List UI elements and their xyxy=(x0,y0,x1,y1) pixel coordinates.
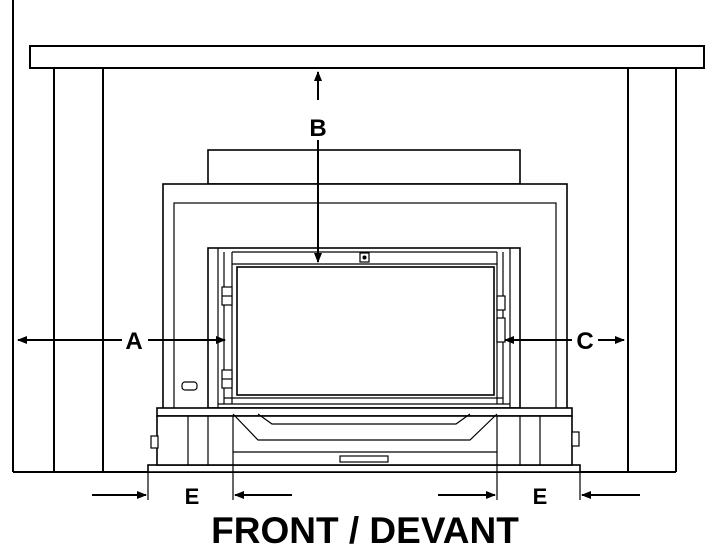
left-hinge-bottom xyxy=(221,369,233,389)
label-b: B xyxy=(309,115,326,142)
label-c: C xyxy=(576,328,593,355)
label-e-right: E xyxy=(533,484,548,509)
top-collar xyxy=(207,149,521,185)
dimension-e-right xyxy=(438,416,640,500)
door-glass xyxy=(236,266,495,396)
right-latch-bottom xyxy=(496,317,506,343)
right-latch-top xyxy=(496,295,506,311)
surround-small-knob xyxy=(181,381,198,391)
label-e-left: E xyxy=(185,484,200,509)
diagram-caption: FRONT / DEVANT xyxy=(211,510,519,548)
dimension-e-left xyxy=(92,416,292,500)
right-pilaster xyxy=(627,68,677,472)
hearth-plate xyxy=(147,464,581,473)
base-left-knob xyxy=(150,435,159,449)
base-right-knob xyxy=(571,431,580,447)
left-pilaster xyxy=(53,68,104,472)
base-top-band xyxy=(156,407,573,417)
left-hinge-top xyxy=(221,286,233,306)
label-a: A xyxy=(125,328,142,355)
mantel-shelf xyxy=(29,45,705,69)
air-control-knob xyxy=(359,252,370,263)
base-details xyxy=(187,413,541,465)
